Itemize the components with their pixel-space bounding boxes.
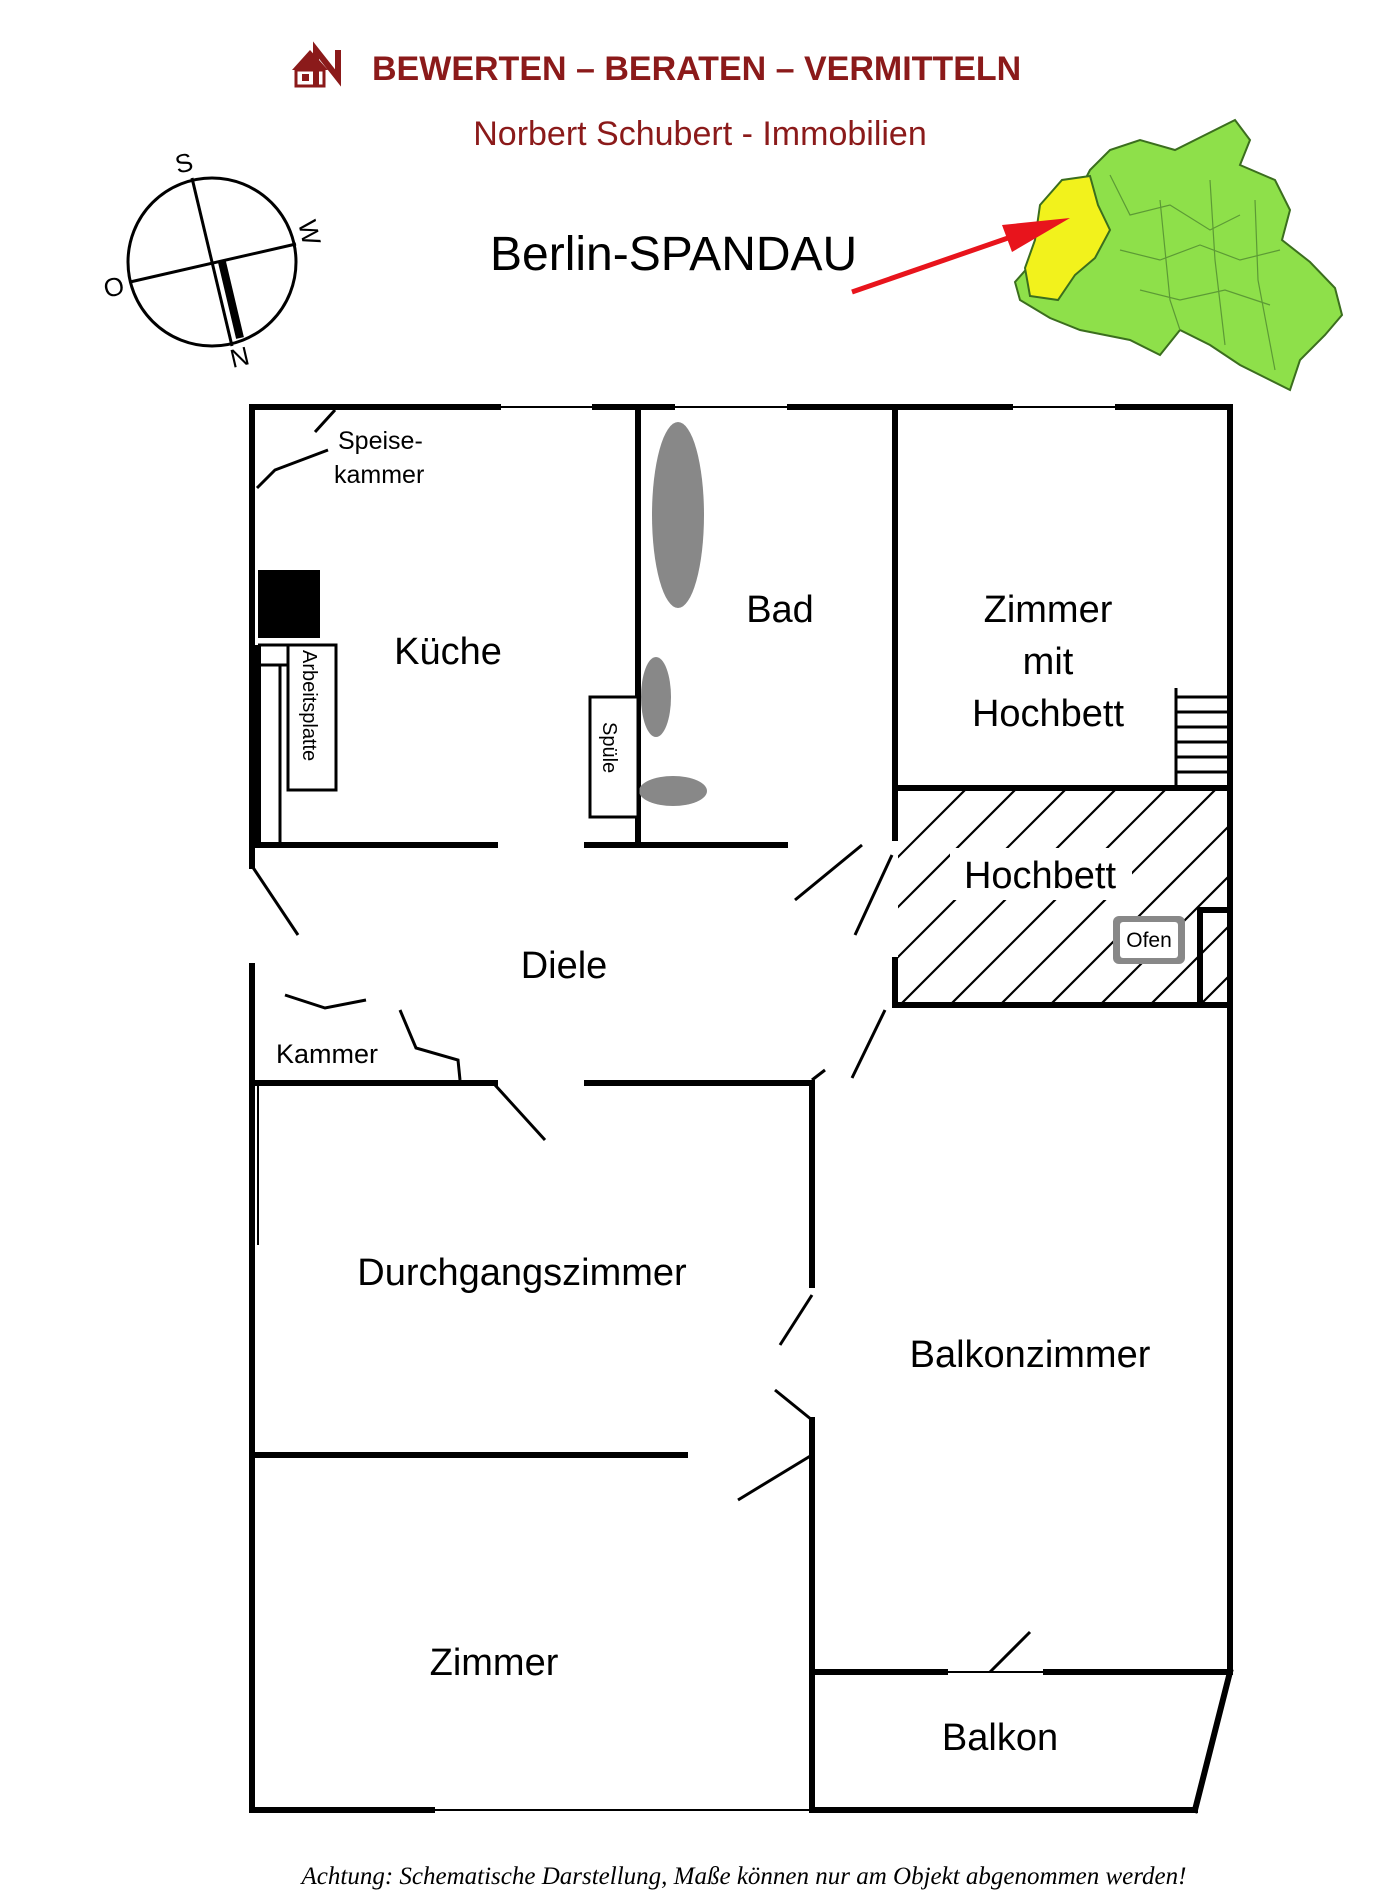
bathtub [652, 422, 704, 608]
storage-room-label: Kammer [276, 1039, 378, 1069]
room-label: Zimmer [430, 1642, 559, 1684]
kitchen-label: Küche [394, 631, 502, 673]
walls [249, 404, 1234, 1814]
location-title: Berlin-SPANDAU [490, 228, 857, 281]
oven-label: Ofen [1126, 929, 1172, 952]
disclaimer: Achtung: Schematische Darstellung, Maße … [300, 1863, 1187, 1890]
sink-label: Spüle [598, 722, 620, 773]
sink [588, 695, 640, 819]
walkthrough-room-label: Durchgangszimmer [357, 1252, 687, 1294]
compass-label-top: S [172, 146, 196, 179]
company-logo [292, 41, 341, 88]
oven [1113, 916, 1185, 964]
thin-lines [257, 406, 1118, 1811]
loft-room-label-line1: Zimmer [984, 589, 1113, 631]
doors [250, 408, 1032, 1674]
loft-bed-hatching [898, 791, 1227, 1002]
balcony-room-label: Balkonzimmer [910, 1334, 1151, 1376]
toilet [641, 657, 671, 737]
compass-label-bottom: N [227, 340, 252, 373]
pantry-label-line2: kammer [334, 461, 424, 489]
berlin-map [1013, 118, 1344, 392]
washbasin [639, 776, 707, 806]
location-arrow [851, 218, 1070, 295]
compass-label-right: W [292, 217, 327, 248]
pantry-label-line1: Speise- [338, 427, 423, 455]
loft-bed-label-bg [950, 848, 1132, 900]
loft-room-label-line2: mit [1023, 641, 1074, 683]
slogan: BEWERTEN – BERATEN – VERMITTELN [372, 50, 1021, 88]
countertop [255, 643, 338, 845]
balcony-label: Balkon [942, 1717, 1058, 1759]
ladder [1174, 688, 1228, 785]
compass: S W O N [101, 146, 327, 373]
company-name: Norbert Schubert - Immobilien [473, 115, 927, 153]
compass-label-left: O [101, 270, 127, 304]
hall-label: Diele [521, 945, 608, 987]
loft-bed-label: Hochbett [964, 855, 1117, 897]
stove [258, 570, 320, 638]
countertop-label: Arbeitsplatte [298, 650, 320, 761]
loft-room-label-line3: Hochbett [972, 693, 1125, 735]
bath-label: Bad [746, 589, 814, 631]
